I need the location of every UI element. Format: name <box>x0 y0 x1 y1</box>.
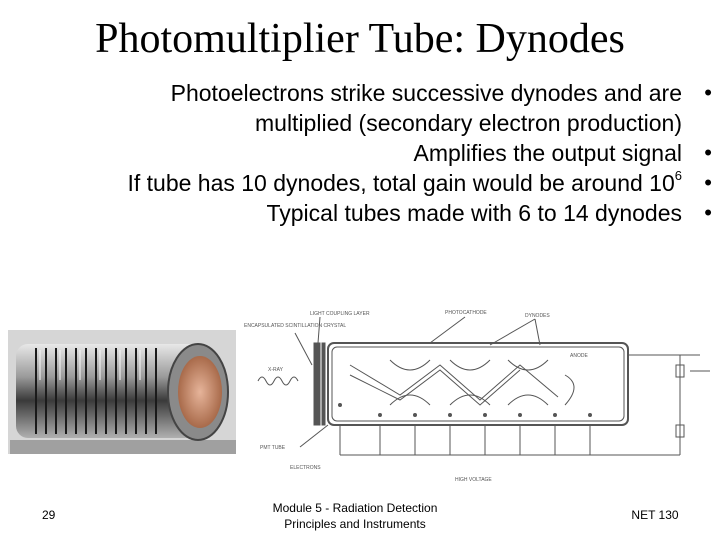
bullet-text: Amplifies the output signal <box>413 140 683 166</box>
bullet-text: multiplied (secondary electron productio… <box>255 110 682 136</box>
slide-title: Photomultiplier Tube: Dynodes <box>95 16 625 62</box>
bullet-dot-icon: • <box>704 170 712 195</box>
bullet-dot-icon: • <box>704 200 712 225</box>
label-pmt-tube: PMT TUBE <box>260 445 286 451</box>
bullet-item: If tube has 10 dynodes, total gain would… <box>22 168 712 198</box>
bullet-text: If tube has 10 dynodes, total gain would… <box>127 170 675 196</box>
label-light-coupling: LIGHT COUPLING LAYER <box>310 311 370 317</box>
bullet-continuation: multiplied (secondary electron productio… <box>22 108 682 138</box>
label-xray: X-RAY <box>268 367 284 373</box>
pmt-photo <box>8 330 236 454</box>
pmt-diagram: LIGHT COUPLING LAYER ENCAPSULATED SCINTI… <box>244 310 710 483</box>
bullet-item: Amplifies the output signal • <box>22 138 713 168</box>
label-electrons: ELECTRONS <box>290 465 321 471</box>
bullet-text: Typical tubes made with 6 to 14 dynodes <box>266 200 682 226</box>
bullet-list: Photoelectrons strike successive dynodes… <box>22 78 713 228</box>
bullet-item: Photoelectrons strike successive dynodes… <box>22 78 712 108</box>
bullet-item: Typical tubes made with 6 to 14 dynodes … <box>22 198 712 228</box>
footer-module-line2: Principles and Instruments <box>284 517 426 531</box>
label-anode: ANODE <box>570 353 588 359</box>
footer-course: NET 130 <box>631 508 679 522</box>
bullet-text: Photoelectrons strike successive dynodes… <box>170 80 682 106</box>
bullet-dot-icon: • <box>704 140 712 165</box>
gain-exponent: 6 <box>674 168 682 184</box>
slide-number: 29 <box>42 508 56 522</box>
footer-module: Module 5 - Radiation Detection Principle… <box>250 500 460 532</box>
footer-module-line1: Module 5 - Radiation Detection <box>272 501 438 515</box>
label-high-voltage: HIGH VOLTAGE <box>455 477 492 483</box>
label-encapsulated: ENCAPSULATED SCINTILLATION CRYSTAL <box>244 323 346 329</box>
label-photocathode: PHOTOCATHODE <box>445 310 487 316</box>
label-dynodes: DYNODES <box>525 313 550 319</box>
bullet-dot-icon: • <box>704 80 712 105</box>
